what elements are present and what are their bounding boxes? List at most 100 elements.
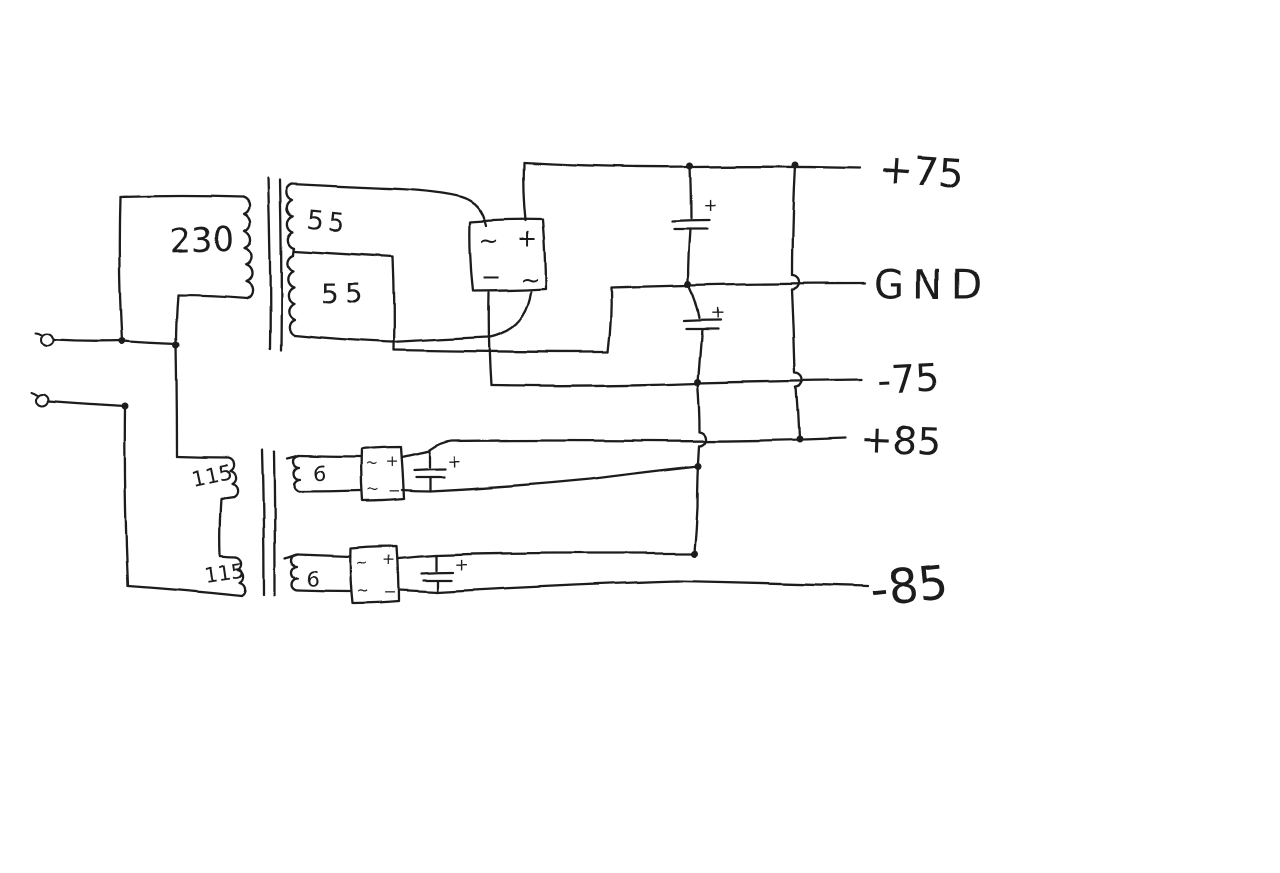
primary-taps-115: 115 115: [123, 343, 247, 598]
wire-ac1: [398, 187, 489, 228]
wire-ac1: [290, 182, 402, 191]
wire-return: [428, 464, 700, 493]
wire: [174, 343, 179, 459]
rail-label-pos75: +75: [877, 146, 964, 198]
wire: [218, 554, 238, 559]
terminal-tail: [30, 391, 38, 396]
wire-rail-pos85: [427, 436, 848, 452]
wire: [123, 405, 130, 588]
wire: [298, 489, 363, 494]
wire-stack-bus: [790, 163, 804, 440]
input-terminal-neutral-icon: [35, 393, 49, 407]
junction-dot: [118, 337, 126, 345]
cap3-plate: [412, 467, 447, 472]
winding-6-1-label: 6: [313, 462, 326, 486]
stack-bus-right: [790, 163, 804, 443]
cap4-polarity: +: [455, 555, 469, 575]
hand-drawn-schematic: 230 55 55 ~ + −: [30, 146, 990, 618]
wire-rail: [489, 378, 864, 387]
core-line: [278, 178, 283, 352]
winding-55-1-coil: [285, 182, 296, 250]
bridge-aux2-ac2: ~: [357, 581, 370, 599]
bridge-box: [468, 218, 548, 293]
winding-6-2-label: 6: [306, 567, 319, 591]
wire: [397, 588, 440, 594]
wire: [174, 294, 180, 347]
bridge-minus-symbol: −: [481, 263, 501, 291]
wire-bridge-minus-riser: [487, 291, 493, 387]
bridge-rectifier-main: ~ + − ~: [468, 218, 548, 294]
wire: [298, 454, 363, 459]
wire-center-tap: [292, 249, 395, 259]
wire-ac2: [293, 333, 394, 344]
wire-ac2: [486, 290, 533, 339]
bridge-aux1-ac1: ~: [366, 454, 379, 472]
wire-rail-neg85: [436, 579, 870, 594]
bridge-aux2-plus: +: [383, 550, 396, 568]
transformer-core-bottom: [260, 448, 277, 597]
wire: [126, 584, 244, 598]
cap4-plate: [420, 570, 455, 575]
filter-cap-bus: + +: [670, 164, 724, 557]
rail-label-neg85: -85: [867, 554, 951, 618]
transformer-core-top: [266, 176, 283, 352]
wire-center-tap: [392, 348, 610, 354]
junction-dot: [172, 341, 180, 349]
wire: [118, 195, 124, 343]
mains-input: [30, 332, 178, 408]
wire: [686, 227, 692, 286]
wire: [397, 553, 439, 560]
bridge-aux1-minus: −: [388, 482, 401, 500]
wire: [296, 588, 353, 593]
junctions: [118, 337, 180, 410]
wire: [175, 455, 230, 460]
winding-115-1-label: 115: [190, 460, 234, 492]
bridge-aux2-ac1: ~: [356, 553, 369, 571]
wire: [218, 495, 236, 558]
bridge-aux2-minus: −: [384, 583, 397, 601]
wire: [400, 488, 432, 493]
rail-pos75: +75: [522, 146, 965, 223]
winding-6-1-coil: [291, 454, 302, 494]
winding-55-2-label: 55: [321, 277, 369, 310]
rail-neg75: -75: [487, 291, 940, 403]
winding-115-2-label: 115: [203, 559, 246, 588]
wire-stack-bus: [692, 380, 708, 554]
rail-label-pos85: +85: [860, 417, 942, 464]
secondary-55-windings: 55 55: [285, 182, 613, 354]
bridge-aux1-ac2: ~: [367, 480, 380, 498]
cap1-polarity: +: [703, 196, 717, 216]
winding-230-coil: [241, 195, 254, 301]
winding-6-2-coil: [289, 552, 300, 592]
primary-circuit: 230: [118, 194, 254, 347]
cap1-plate: [670, 218, 711, 223]
winding-230-label: 230: [169, 220, 235, 262]
cap3-polarity: +: [447, 452, 461, 472]
winding-115-1-coil: [226, 456, 239, 499]
winding-55-2-coil: [286, 253, 297, 337]
wire-live: [120, 339, 178, 346]
terminal-tail: [35, 332, 43, 336]
core-line: [266, 176, 272, 351]
winding-115-2-coil: [234, 555, 247, 598]
rail-label-gnd: GND: [874, 262, 990, 308]
wire: [118, 194, 245, 199]
wire-center-tap: [391, 255, 396, 352]
junction-dot: [121, 402, 129, 410]
bridge-ac1-symbol: ~: [479, 227, 499, 255]
wire: [688, 164, 693, 220]
wire-center-tap: [606, 285, 613, 354]
wire-rail: [609, 281, 867, 289]
winding-55-1-label: 55: [305, 205, 351, 239]
aux-supply-pos85: 6 ~ + ~ − + +85: [285, 417, 942, 503]
cap2-polarity: +: [710, 303, 724, 323]
bridge-ac2-symbol: ~: [520, 266, 540, 294]
cap2-plate: [682, 318, 722, 323]
wire-live: [51, 338, 124, 343]
wire: [400, 449, 431, 459]
wire: [696, 327, 704, 384]
wire: [176, 294, 249, 301]
wire: [295, 552, 353, 558]
bridge-aux1-plus: +: [386, 452, 399, 470]
